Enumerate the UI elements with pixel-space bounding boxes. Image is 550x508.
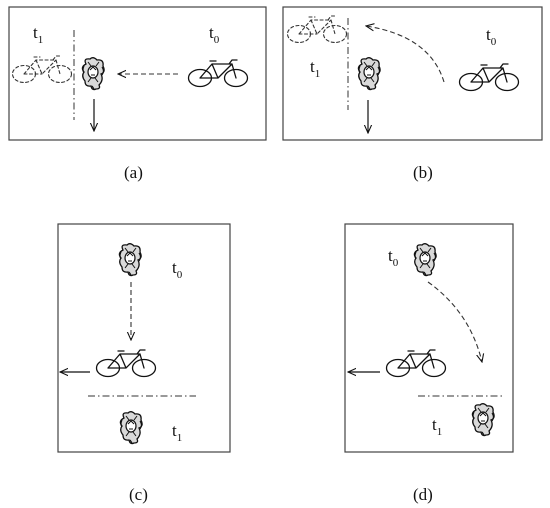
panel-a-caption: (a): [124, 163, 143, 182]
panel-b-caption: (b): [413, 163, 433, 182]
panel-a-label-t0: t0: [209, 23, 220, 46]
panel-c-frame: [57, 223, 231, 453]
panel-d: t0 t1 (d): [344, 223, 514, 504]
panel-d-pedestrian-motion-arrow: [427, 281, 482, 362]
panel-c-label-t1: t1: [172, 421, 182, 444]
panel-b-bicycle-motion-arrow: [366, 26, 445, 83]
panel-b-label-t0: t0: [486, 25, 497, 48]
panel-d-caption: (d): [413, 485, 433, 504]
panel-b-label-t1: t1: [310, 57, 320, 80]
panel-d-label-t0: t0: [388, 246, 399, 269]
panel-a-label-t1: t1: [33, 23, 43, 46]
panel-b: t1 t0 (b): [282, 6, 543, 182]
panel-a: t1 t0 (a): [8, 6, 267, 182]
panel-c-caption: (c): [129, 485, 148, 504]
panel-b-frame: [282, 6, 543, 141]
panel-d-label-t1: t1: [432, 415, 442, 438]
panel-c: t0 t1 (c): [57, 223, 231, 504]
panel-c-label-t0: t0: [172, 258, 183, 281]
